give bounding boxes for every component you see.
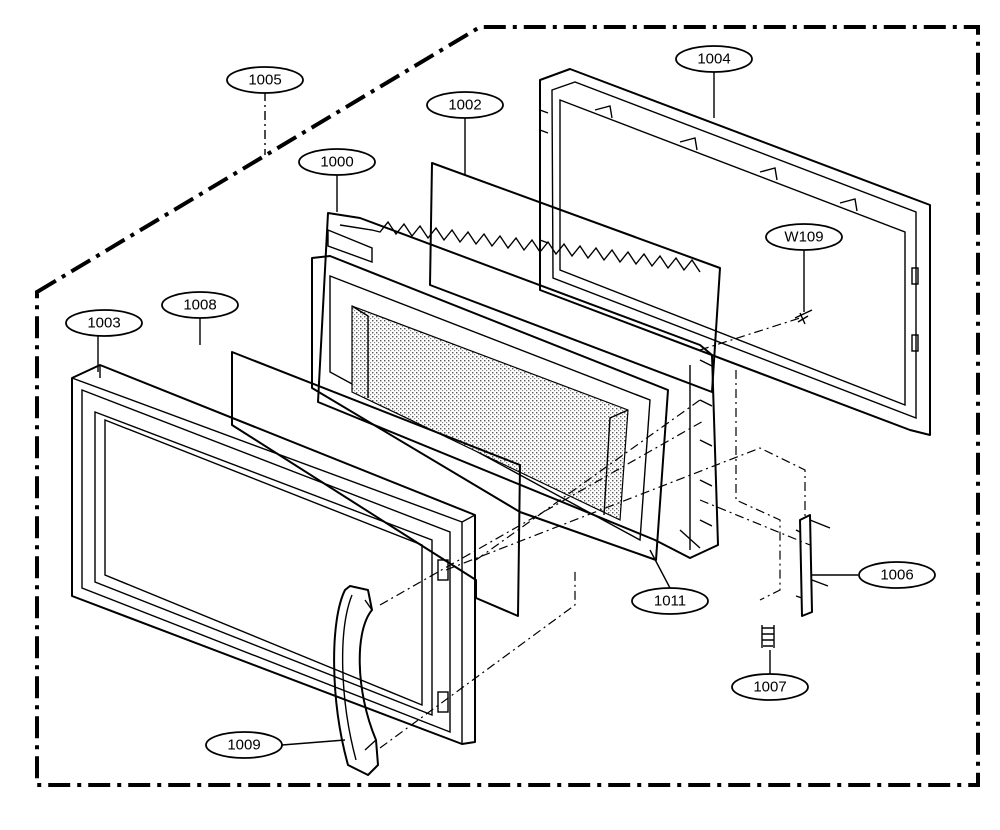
part-latch [795, 514, 831, 617]
leader-lines [97, 72, 858, 746]
callout-1009-label: 1009 [227, 737, 260, 754]
callout-W109-label: W109 [784, 229, 823, 246]
callout-1000-label: 1000 [320, 154, 353, 171]
callout-1009: 1009 [205, 731, 283, 759]
callout-1003: 1003 [65, 309, 143, 337]
mesh-window [351, 305, 629, 521]
callout-1000: 1000 [298, 148, 376, 176]
part-door-frame [539, 68, 931, 436]
callout-1007-label: 1007 [753, 679, 786, 696]
callout-1008: 1008 [161, 291, 239, 319]
part-handle [333, 585, 379, 776]
callout-1006: 1006 [858, 561, 936, 589]
callout-1004: 1004 [675, 45, 753, 73]
callout-1006-label: 1006 [880, 567, 913, 584]
callout-W109: W109 [765, 223, 843, 251]
callout-1007: 1007 [731, 673, 809, 701]
assembly-boundary [35, 25, 980, 787]
part-front-door-frame [71, 364, 476, 745]
part-spring [761, 625, 775, 648]
part-inner-door-panel [317, 212, 719, 559]
callout-1003-label: 1003 [87, 315, 120, 332]
callout-1004-label: 1004 [697, 51, 730, 68]
callout-1011-label: 1011 [654, 593, 686, 610]
part-screw [794, 309, 813, 325]
callout-1005-label: 1005 [248, 72, 281, 89]
callout-1011: 1011 [631, 587, 709, 615]
callout-1005: 1005 [226, 66, 304, 94]
callout-1002: 1002 [426, 91, 504, 119]
callout-1008-label: 1008 [183, 297, 216, 314]
assembly-guide-lines [379, 317, 811, 749]
callout-1002-label: 1002 [448, 97, 481, 114]
part-inner-frame-mesh [311, 255, 669, 561]
